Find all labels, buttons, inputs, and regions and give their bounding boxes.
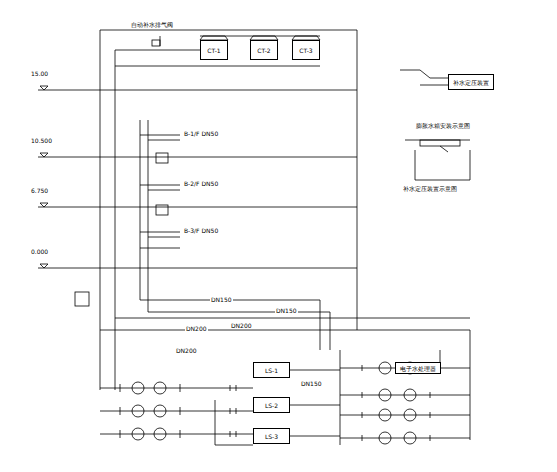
cooling-tower: CT-2: [250, 40, 278, 60]
cooling-tower: CT-1: [200, 40, 228, 60]
node-text: LS-3: [263, 433, 280, 440]
level-mark: 0.000: [30, 248, 49, 255]
chiller-unit: LS-2: [253, 397, 290, 413]
pipe-label: DN200: [175, 347, 198, 354]
equipment-box: 电子水处理器: [395, 362, 441, 374]
pipe-label: B-1/F DN50: [183, 130, 219, 137]
pipe-label: B-3/F DN50: [183, 227, 219, 234]
level-mark: 6.750: [30, 187, 49, 194]
pipe-label: DN150: [300, 380, 323, 387]
node-text: LS-1: [263, 367, 280, 374]
pipe-label: 自动补水排气阀: [130, 21, 174, 28]
node-text: CT-3: [297, 47, 314, 54]
node-text: 电子水处理器: [398, 365, 438, 372]
node-text: CT-2: [255, 47, 272, 54]
level-mark: 10.500: [30, 137, 53, 144]
cooling-tower: CT-3: [292, 40, 320, 60]
pipe-label: DN150: [210, 296, 233, 303]
pipe-label: 补水定压装置示意图: [402, 185, 458, 192]
chiller-unit: LS-1: [253, 362, 290, 378]
node-text: LS-2: [263, 402, 280, 409]
equipment-box: 补水定压装置: [448, 74, 494, 90]
pipe-label: B-2/F DN50: [183, 180, 219, 187]
pipe-label: 膨胀水箱安装示意图: [415, 122, 471, 129]
chiller-unit: LS-3: [253, 428, 290, 444]
level-mark: 15.00: [30, 70, 49, 77]
node-text: 补水定压装置: [451, 79, 491, 86]
node-text: CT-1: [205, 47, 222, 54]
pipe-label: DN200: [185, 325, 208, 332]
pipe-label: DN150: [275, 307, 298, 314]
pipe-label: DN200: [230, 322, 253, 329]
